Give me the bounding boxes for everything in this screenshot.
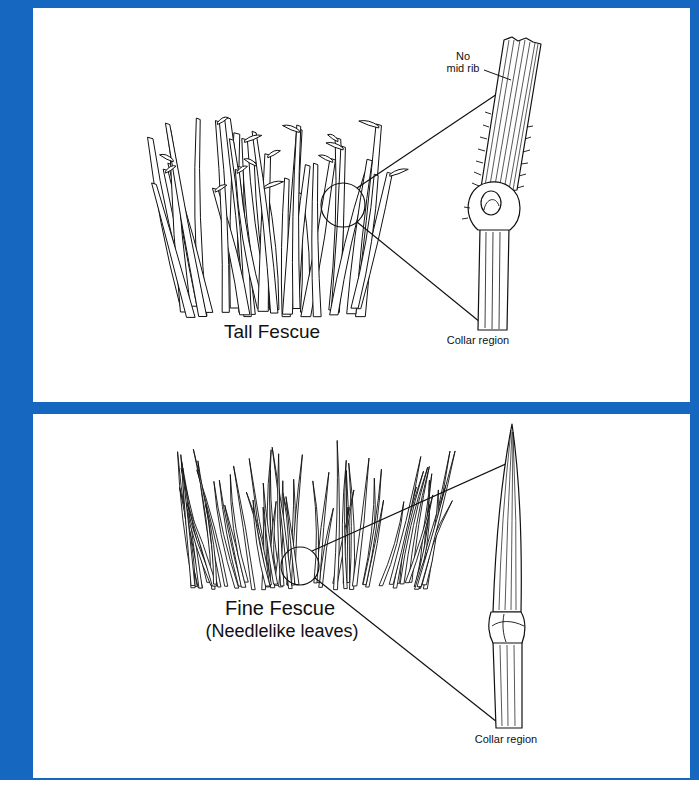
fine-fescue-panel: Fine Fescue (Needlelike leaves) Collar reg… xyxy=(33,414,690,778)
grass-blade xyxy=(206,505,217,584)
panel-ground xyxy=(33,414,690,778)
grass-blade xyxy=(301,158,336,316)
fine-fescue-clump xyxy=(178,440,456,589)
grass-blade xyxy=(230,474,248,582)
grass-note: (Needlelike leaves) xyxy=(204,622,359,642)
leaf-tip xyxy=(326,142,343,149)
grass-name: Tall Fescue xyxy=(223,322,321,343)
tall-fescue-leaf xyxy=(462,37,541,330)
leaf-note: No mid rib xyxy=(445,50,481,74)
grass-blade xyxy=(379,502,404,586)
magnify-lines xyxy=(281,462,510,722)
leaf-tip xyxy=(160,154,174,161)
grass-blade xyxy=(351,174,378,308)
leaf-tip xyxy=(359,121,379,128)
grass-blade xyxy=(334,440,340,589)
grass-blade xyxy=(246,492,269,587)
leaf-tip xyxy=(390,169,409,176)
leaf-tip xyxy=(268,150,281,157)
tall-fescue-panel: No mid ribTall FescueCollar region xyxy=(33,8,690,402)
grass-blade xyxy=(252,131,278,313)
grass-name: Fine Fescue xyxy=(224,597,336,619)
grass-blade xyxy=(152,183,195,317)
leaf-tip xyxy=(215,185,227,192)
grass-blade xyxy=(212,188,249,315)
leaf-tip xyxy=(245,135,262,142)
grass-blade xyxy=(215,121,229,313)
tall-fescue-clump xyxy=(148,117,409,317)
part-label: Collar region xyxy=(474,733,538,745)
grass-blade xyxy=(312,163,321,317)
leaf-tip xyxy=(283,125,300,132)
leaf-tip xyxy=(244,159,256,166)
grass-blade xyxy=(292,125,300,309)
leaf-tip xyxy=(166,166,176,173)
grass-blade xyxy=(263,483,277,584)
grass-blade xyxy=(286,497,299,585)
grass-blade xyxy=(417,451,455,587)
part-label: Collar region xyxy=(446,334,510,346)
leaf-tip xyxy=(237,166,247,173)
grass-blade xyxy=(405,495,433,583)
leaf-tip xyxy=(217,117,228,124)
grass-blade xyxy=(389,456,421,584)
grass-blade xyxy=(342,460,347,588)
leaf-tip xyxy=(318,155,332,162)
leaf-tip xyxy=(264,181,283,188)
grass-blade xyxy=(313,481,319,583)
panel-ground xyxy=(33,8,690,402)
fine-fescue-leaf xyxy=(489,424,525,728)
grass-blade xyxy=(181,455,195,586)
leaf-tip xyxy=(328,134,338,141)
